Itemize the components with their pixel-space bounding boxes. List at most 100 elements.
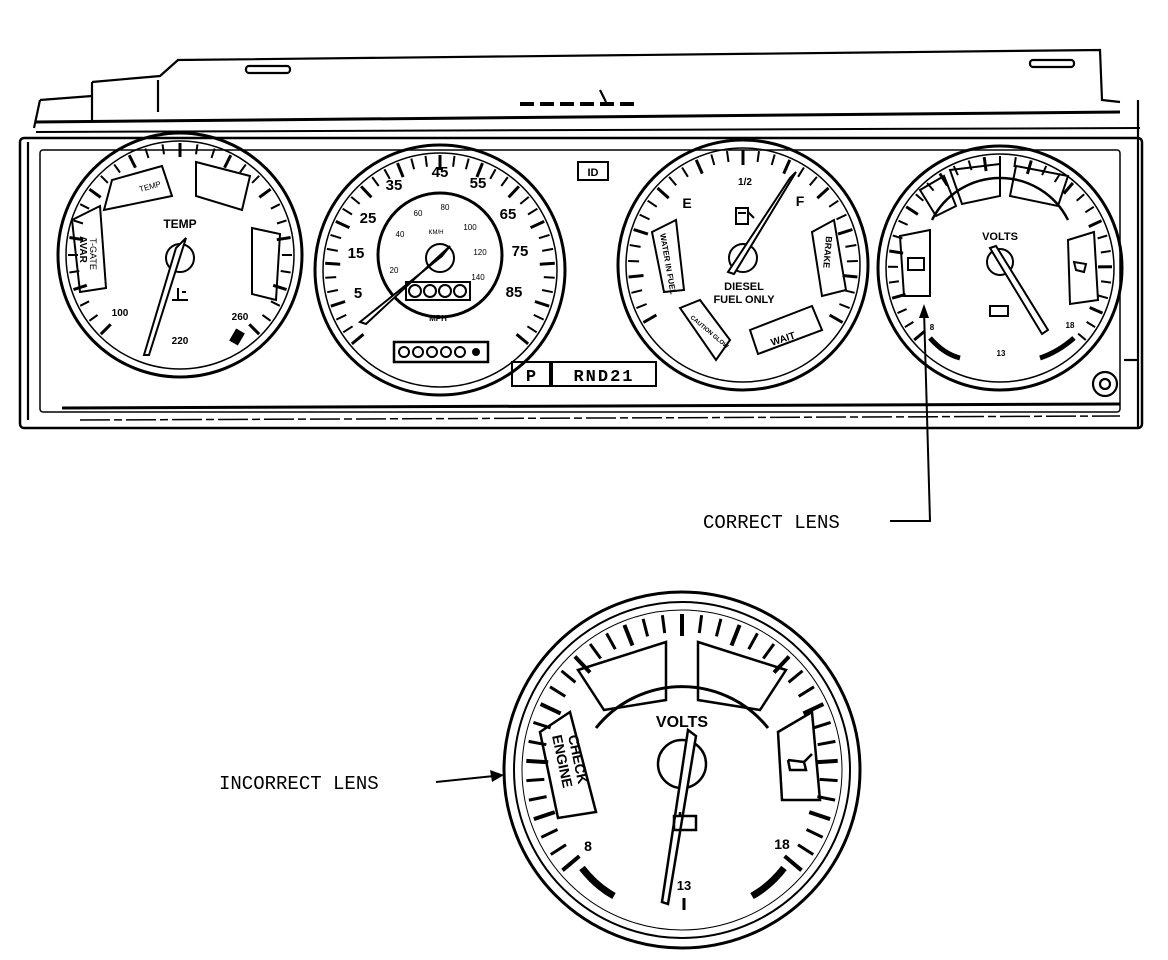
tick-mark xyxy=(839,303,850,310)
tick-mark xyxy=(808,810,831,821)
tick-mark xyxy=(251,175,260,184)
tick-mark xyxy=(836,213,847,221)
tick-mark xyxy=(631,289,643,294)
tick-mark xyxy=(100,175,109,184)
volts-incorrect-8: 8 xyxy=(584,838,592,854)
kmh-40: 40 xyxy=(396,230,405,239)
mph-5: 5 xyxy=(354,285,362,302)
mph-35: 35 xyxy=(386,177,403,194)
tick-mark xyxy=(270,300,281,307)
volts-correct-title: VOLTS xyxy=(982,231,1018,243)
tick-mark xyxy=(69,236,84,242)
tick-mark xyxy=(475,162,484,178)
volts-incorrect-title: VOLTS xyxy=(656,714,708,731)
tick-mark xyxy=(507,185,520,199)
tick-mark xyxy=(1088,219,1103,228)
tick-mark xyxy=(330,233,342,240)
tick-mark xyxy=(539,261,555,266)
tick-mark xyxy=(561,854,581,872)
tick-mark xyxy=(280,270,291,274)
tick-mark xyxy=(464,158,470,170)
tick-mark xyxy=(588,643,602,660)
mph-25: 25 xyxy=(360,210,377,227)
speedometer-tick-marks xyxy=(325,155,555,346)
indicator-box-label: ID xyxy=(588,167,599,179)
tick-mark xyxy=(828,199,839,208)
tick-mark xyxy=(605,632,617,650)
kmh-60: 60 xyxy=(414,209,423,218)
tick-mark xyxy=(396,162,405,178)
temp-scale-220: 220 xyxy=(172,336,189,347)
tick-mark xyxy=(342,207,353,216)
tick-mark xyxy=(1100,250,1111,254)
tick-mark xyxy=(541,289,554,294)
tick-mark xyxy=(161,144,165,155)
kmh-140: 140 xyxy=(471,273,485,282)
tick-mark xyxy=(747,632,759,650)
tick-mark xyxy=(633,228,649,236)
tick-mark xyxy=(812,720,832,730)
gear-park: P xyxy=(526,368,536,387)
tick-mark xyxy=(526,758,549,765)
temp-small-label: TEMP xyxy=(138,179,162,193)
tick-mark xyxy=(528,795,547,802)
tick-mark xyxy=(272,283,287,292)
gear-selector: P RND21 xyxy=(511,361,657,387)
water-in-fuel-label: WATER IN FUEL xyxy=(658,233,678,295)
tick-mark xyxy=(681,166,689,178)
tick-mark xyxy=(326,247,338,252)
tick-mark xyxy=(837,228,853,236)
temp-side-label-1: T-GATE xyxy=(88,238,98,270)
tick-mark xyxy=(500,176,509,187)
tick-mark xyxy=(756,150,760,163)
tick-mark xyxy=(816,186,830,200)
tick-mark xyxy=(1076,193,1085,202)
gear-positions: RND21 xyxy=(573,368,634,387)
tick-mark xyxy=(542,247,554,252)
tick-mark xyxy=(239,163,247,174)
fuel-gauge: E 1/2 F DIESEL FUEL ONLY WATER IN FUEL B… xyxy=(616,138,870,392)
tick-mark xyxy=(350,333,365,346)
tick-mark xyxy=(371,176,380,187)
tick-mark xyxy=(515,333,530,346)
tick-mark xyxy=(144,148,150,159)
tick-mark xyxy=(113,163,121,174)
kmh-100: 100 xyxy=(463,223,477,232)
tick-mark xyxy=(258,187,272,199)
volts-incorrect-18: 18 xyxy=(774,836,790,852)
wait-label: WAIT xyxy=(770,331,797,349)
tick-mark xyxy=(326,289,339,294)
speed-kmh-labels: 20 40 60 80 100 120 140 xyxy=(390,203,488,282)
tick-mark xyxy=(88,314,99,322)
tick-mark xyxy=(276,219,287,225)
tick-mark xyxy=(519,196,530,205)
incorrect-lens-callout: INCORRECT LENS xyxy=(219,770,504,795)
tick-mark xyxy=(805,828,824,839)
temp-title: TEMP xyxy=(163,217,196,231)
tick-mark xyxy=(99,323,112,336)
mph-85: 85 xyxy=(506,284,523,301)
mph-15: 15 xyxy=(348,245,365,262)
tick-mark xyxy=(1077,332,1087,341)
fuel-empty: E xyxy=(682,195,691,211)
tick-mark xyxy=(629,244,641,248)
tick-mark xyxy=(636,303,647,310)
tick-mark xyxy=(1100,280,1112,284)
tick-mark xyxy=(726,150,730,163)
tick-mark xyxy=(539,702,562,716)
fuel-tick-marks xyxy=(628,150,858,324)
tick-mark xyxy=(342,325,354,334)
tick-mark xyxy=(694,159,704,175)
trip-odometer xyxy=(392,340,490,364)
tick-mark xyxy=(526,325,538,334)
tick-mark xyxy=(802,702,825,716)
kmh-20: 20 xyxy=(390,266,399,275)
tick-mark xyxy=(797,685,815,698)
correct-lens-label: CORRECT LENS xyxy=(703,512,840,534)
tick-mark xyxy=(79,203,90,210)
kmh-unit: KM/H xyxy=(429,230,444,236)
incorrect-lens-label: INCORRECT LENS xyxy=(219,773,379,795)
tick-mark xyxy=(383,168,391,180)
tick-mark xyxy=(533,313,545,321)
tick-mark xyxy=(729,624,742,647)
